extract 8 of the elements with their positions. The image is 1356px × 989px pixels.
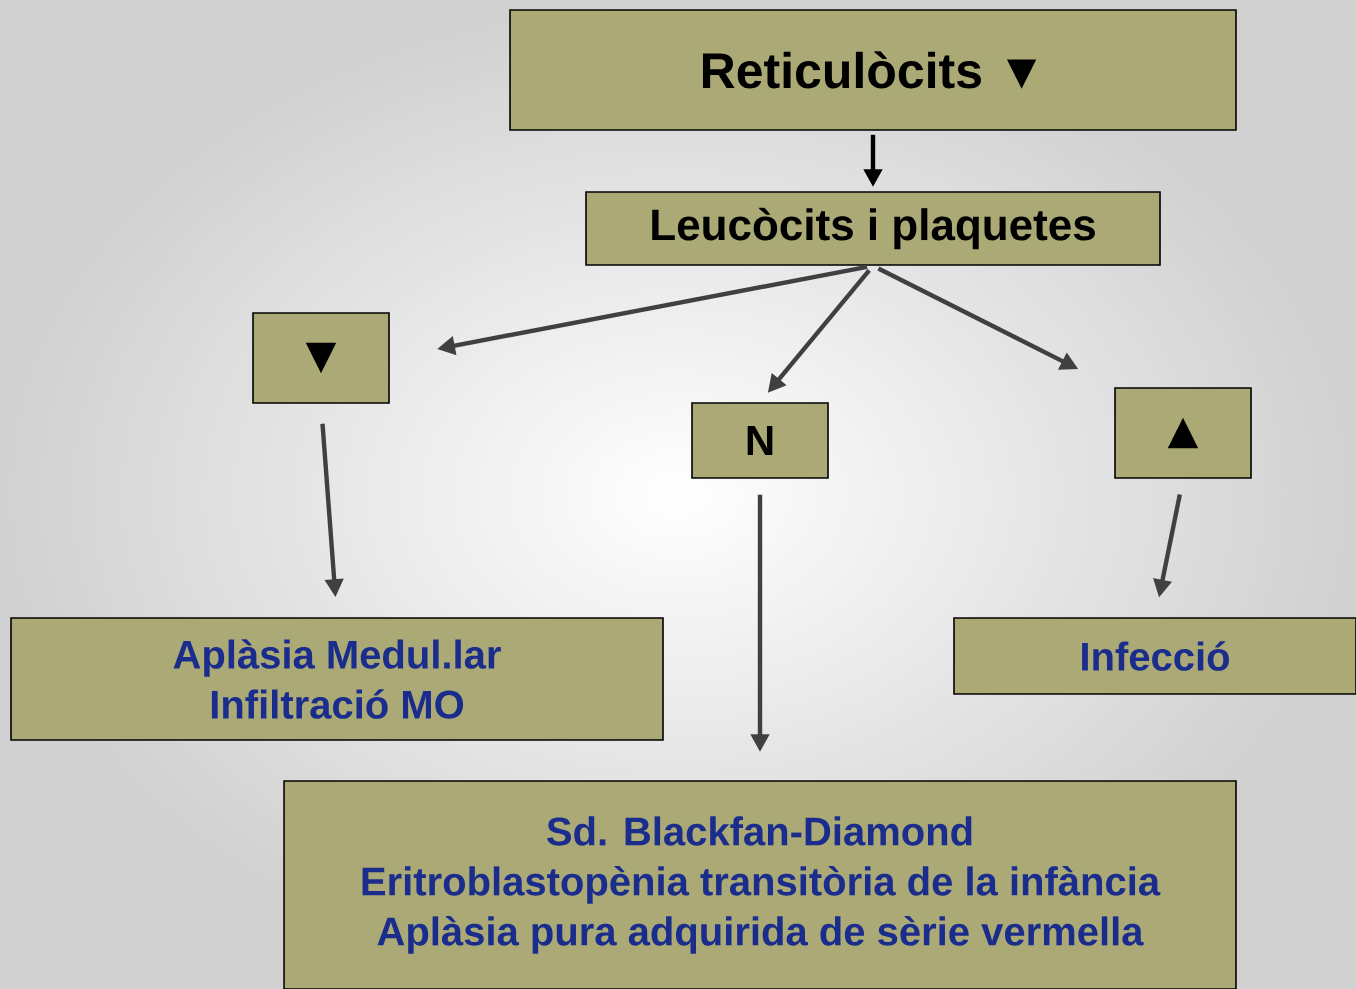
flow-box: N: [691, 402, 829, 479]
flow-box: Infecció: [953, 617, 1356, 695]
flow-box: Reticulòcits ▼: [509, 9, 1237, 131]
flow-box: ▲: [1114, 387, 1252, 479]
flow-box: Sd. Blackfan-Diamond Eritroblastopènia transitòria de la infància Aplàsia pura adquirida de sèrie vermella: [283, 780, 1237, 989]
flow-box: Aplàsia Medul.lar Infiltració MO: [10, 617, 664, 741]
flow-box: Leucòcits i plaquetes: [585, 191, 1161, 266]
flow-box: ▼: [252, 312, 390, 404]
